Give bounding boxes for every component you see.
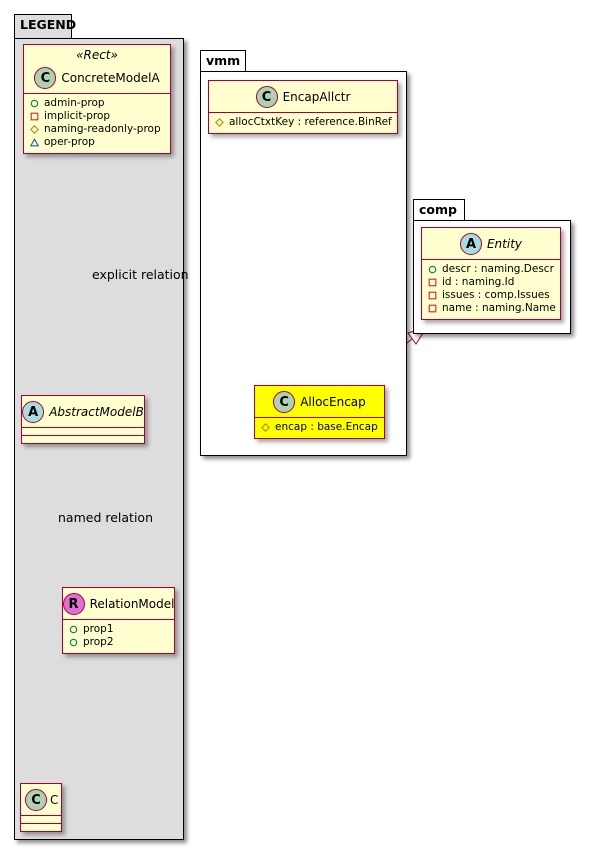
class-name: Entity [486,237,523,251]
class-name: AbstractModelB [49,405,144,419]
attribute-list: admin-prop implicit-prop naming-readonly… [24,93,170,153]
abstract-class-icon: A [459,233,482,255]
public-visibility-icon [428,265,437,274]
legend-package-tab: LEGEND [14,14,76,40]
class-name: EncapAllctr [282,90,351,104]
private-visibility-icon [30,112,39,121]
public-visibility-icon [69,638,78,647]
abstract-class-icon: A [22,401,45,423]
attribute-row: name : naming.Name [428,302,556,315]
public-visibility-icon [69,625,78,634]
method-list [21,823,61,831]
class-icon: C [25,789,47,811]
private-visibility-icon [428,291,437,300]
attribute-list: prop1 prop2 [63,619,174,653]
class-name: ConcreteModelA [61,71,160,85]
private-visibility-icon [428,278,437,287]
attribute-row: oper-prop [30,136,164,149]
class-icon: C [273,391,296,413]
class-icon: C [255,86,278,108]
named-relation-label: named relation [58,510,153,525]
alloc-encap-class: C AllocEncap encap : base.Encap [254,385,385,439]
attribute-row: prop1 [69,623,168,636]
protected-visibility-icon [261,423,270,432]
stereotype-label: «Rect» [76,48,118,62]
c-class: C C [20,783,62,832]
relation-icon: R [62,593,85,615]
abstract-model-b-class: A AbstractModelB [21,395,145,444]
attribute-row: naming-readonly-prop [30,123,164,136]
class-icon: C [34,67,57,89]
attribute-row: admin-prop [30,97,164,110]
attribute-row: encap : base.Encap [261,421,378,434]
attribute-row: implicit-prop [30,110,164,123]
attribute-list: encap : base.Encap [255,417,384,438]
private-visibility-icon [428,304,437,313]
class-name: C [50,793,59,807]
class-name: AllocEncap [300,395,366,409]
attribute-list: allocCtxtKey : reference.BinRef [209,112,397,133]
attribute-row: descr : naming.Descr [428,263,554,276]
entity-class: A Entity descr : naming.Descr id : namin… [421,227,561,320]
class-name: RelationModel [89,597,175,611]
relation-model-class: R RelationModel prop1 prop2 [62,587,175,654]
attribute-list [21,815,61,823]
vmm-package-tab: vmm [200,50,246,74]
encap-allctr-class: C EncapAllctr allocCtxtKey : reference.B… [208,80,398,134]
public-visibility-icon [30,99,39,108]
concrete-model-a-class: «Rect» C ConcreteModelA admin-prop impli… [23,44,171,154]
attribute-row: prop2 [69,636,168,649]
explicit-relation-label: explicit relation [92,267,189,282]
attribute-row: allocCtxtKey : reference.BinRef [215,116,392,129]
protected-visibility-icon [215,118,224,127]
package-visibility-icon [30,138,39,147]
comp-package-tab: comp [413,199,465,223]
protected-visibility-icon [30,125,39,134]
attribute-list [22,427,144,435]
method-list [22,435,144,443]
attribute-row: issues : comp.Issues [428,289,554,302]
attribute-list: descr : naming.Descr id : naming.Id issu… [422,259,560,319]
attribute-row: id : naming.Id [428,276,554,289]
